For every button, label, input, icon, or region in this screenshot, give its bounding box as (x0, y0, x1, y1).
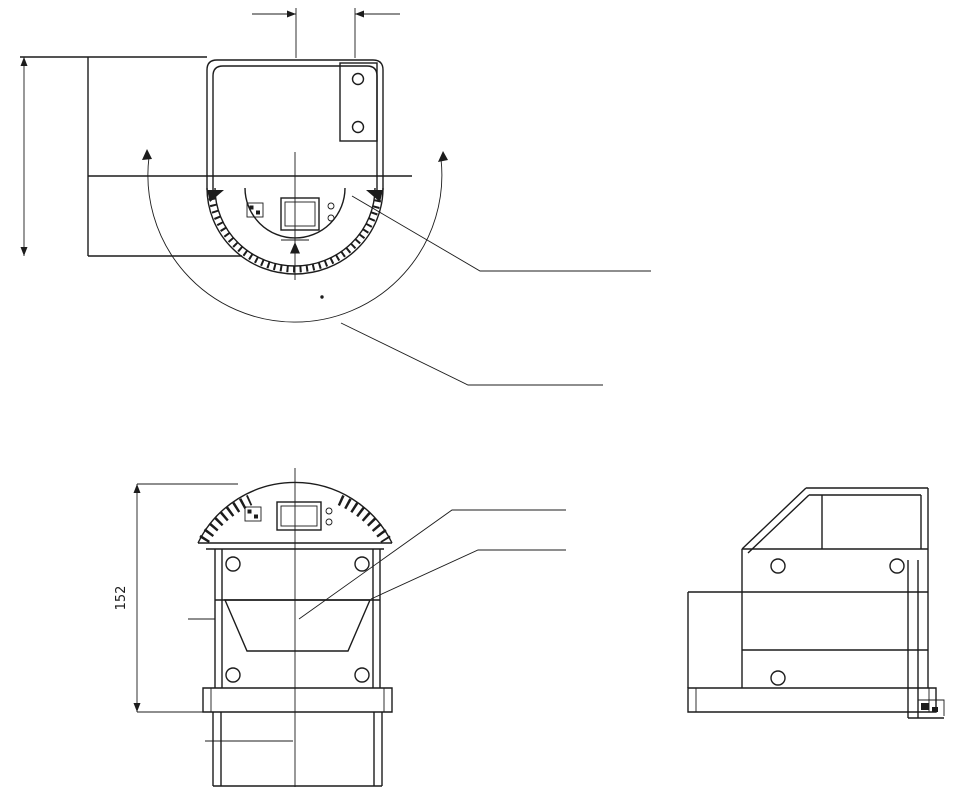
height-dim-arrow-top (20, 57, 28, 66)
leader-line-2 (340, 322, 603, 386)
front-keypad-dot-1 (247, 509, 252, 514)
side-screw-3 (770, 670, 786, 686)
cap-base-lines (198, 542, 392, 550)
width-dim-arrow-right (355, 10, 364, 18)
side-base (687, 687, 937, 713)
side-screw-2 (889, 558, 905, 574)
leader-line-4 (370, 549, 566, 600)
screw-top-right (354, 556, 370, 572)
end-tab-left (207, 190, 224, 202)
side-outline (741, 487, 929, 688)
side-back-plate (687, 591, 742, 688)
leader-line-1 (351, 195, 651, 272)
center-mark-dot (320, 295, 324, 299)
width-dim-arrow-left (287, 10, 296, 18)
center-arrow (290, 242, 300, 254)
end-tab-right (366, 190, 383, 202)
cap-outer-arc (197, 481, 393, 544)
screw-bottom-right (354, 667, 370, 683)
junction-screw-bottom (351, 120, 365, 134)
front-display-outer (276, 501, 322, 531)
arc-arrow-left (142, 149, 152, 160)
front-view: 152 (114, 468, 566, 787)
dimension-152-label: 152 (114, 586, 129, 611)
front-led-1 (325, 507, 333, 515)
height-dim-arrow-bottom (20, 247, 28, 256)
pipe-walls (212, 712, 383, 786)
front-keypad (244, 506, 262, 522)
center-crosshair (281, 152, 309, 280)
control-keypad (246, 202, 264, 218)
body-side-walls (214, 549, 381, 688)
base-flange (202, 687, 393, 713)
conduit-foot (918, 699, 945, 716)
keypad-dot-1 (249, 205, 254, 210)
mount-plate-outline (20, 56, 412, 257)
screw-top-left (225, 556, 241, 572)
side-base-inner (695, 688, 930, 712)
control-display-outer (280, 197, 320, 231)
screw-bottom-left (225, 667, 241, 683)
cap-hatch-left (199, 494, 253, 544)
side-horizontal-lines (742, 548, 928, 651)
junction-screw-top (351, 72, 365, 86)
side-view (687, 487, 945, 719)
junction-box (339, 62, 378, 142)
front-display-inner (280, 505, 318, 527)
leader-line-3 (298, 509, 566, 620)
conduit-hatch-1 (921, 703, 929, 710)
base-inner-lines (210, 688, 385, 712)
sensor-body-outer (206, 59, 384, 190)
cap-hatch-right (337, 494, 391, 544)
keypad-dot-2 (256, 210, 260, 215)
side-inner-top (747, 494, 922, 554)
dim-152-arrow-top (133, 484, 141, 493)
conduit-hatch-2 (932, 707, 938, 712)
width-dimension-extension-lines (295, 8, 356, 58)
conduit-channel (907, 560, 944, 719)
dimension-152-lines (136, 483, 238, 713)
arc-arrow-right (438, 151, 448, 162)
top-view (20, 8, 651, 386)
front-keypad-dot-2 (254, 514, 258, 519)
indicator-led-2 (327, 214, 335, 222)
indicator-led-1 (327, 202, 335, 210)
side-screw-1 (770, 558, 786, 574)
front-led-2 (325, 518, 333, 526)
dim-152-arrow-bottom (133, 703, 141, 712)
control-display-inner (284, 201, 316, 227)
detection-range-arc (147, 156, 443, 323)
height-dimension-152: 152 (114, 483, 238, 713)
louver-trapezoid (223, 599, 372, 652)
